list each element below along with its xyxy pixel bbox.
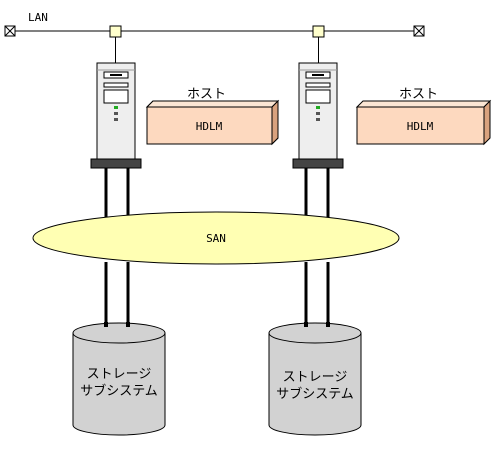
storage-subsystem-2: ストレージ サブシステム	[268, 322, 362, 436]
storage-cylinder-icon	[72, 322, 166, 436]
storage-label-line2: サブシステム	[276, 386, 354, 402]
san-network: SAN	[32, 211, 400, 265]
san-ellipse	[32, 211, 400, 265]
hdlm-box: HDLM	[145, 99, 280, 146]
lan-node-host-1	[109, 25, 122, 38]
host-label: ホスト	[399, 87, 438, 102]
server-base	[292, 158, 344, 169]
san-label: SAN	[206, 232, 226, 245]
lan-label: LAN	[28, 11, 48, 24]
lan-terminator-right	[413, 25, 425, 37]
host-label: ホスト	[187, 87, 226, 102]
storage-subsystem-1: ストレージ サブシステム	[72, 322, 166, 436]
server-icon	[90, 62, 142, 169]
storage-label-line1: ストレージ	[283, 370, 348, 385]
hdlm-box: HDLM	[355, 99, 492, 146]
host-1: ホスト HDLM	[90, 62, 280, 169]
hdlm-label: HDLM	[196, 120, 223, 133]
host-2: ホスト HDLM	[292, 62, 492, 169]
storage-label-line1: ストレージ	[87, 367, 152, 382]
storage-label-line2: サブシステム	[80, 383, 158, 399]
storage-ports	[104, 322, 330, 327]
lan-node-host-2	[312, 25, 325, 38]
server-base	[90, 158, 142, 169]
storage-cylinder-icon	[268, 322, 362, 436]
hdlm-label: HDLM	[407, 120, 434, 133]
server-icon	[292, 62, 344, 169]
fc-cables-upper	[104, 168, 330, 218]
lan-terminator-left	[4, 25, 16, 37]
fc-cables-lower	[104, 262, 330, 326]
lan-network: LAN	[4, 11, 425, 63]
